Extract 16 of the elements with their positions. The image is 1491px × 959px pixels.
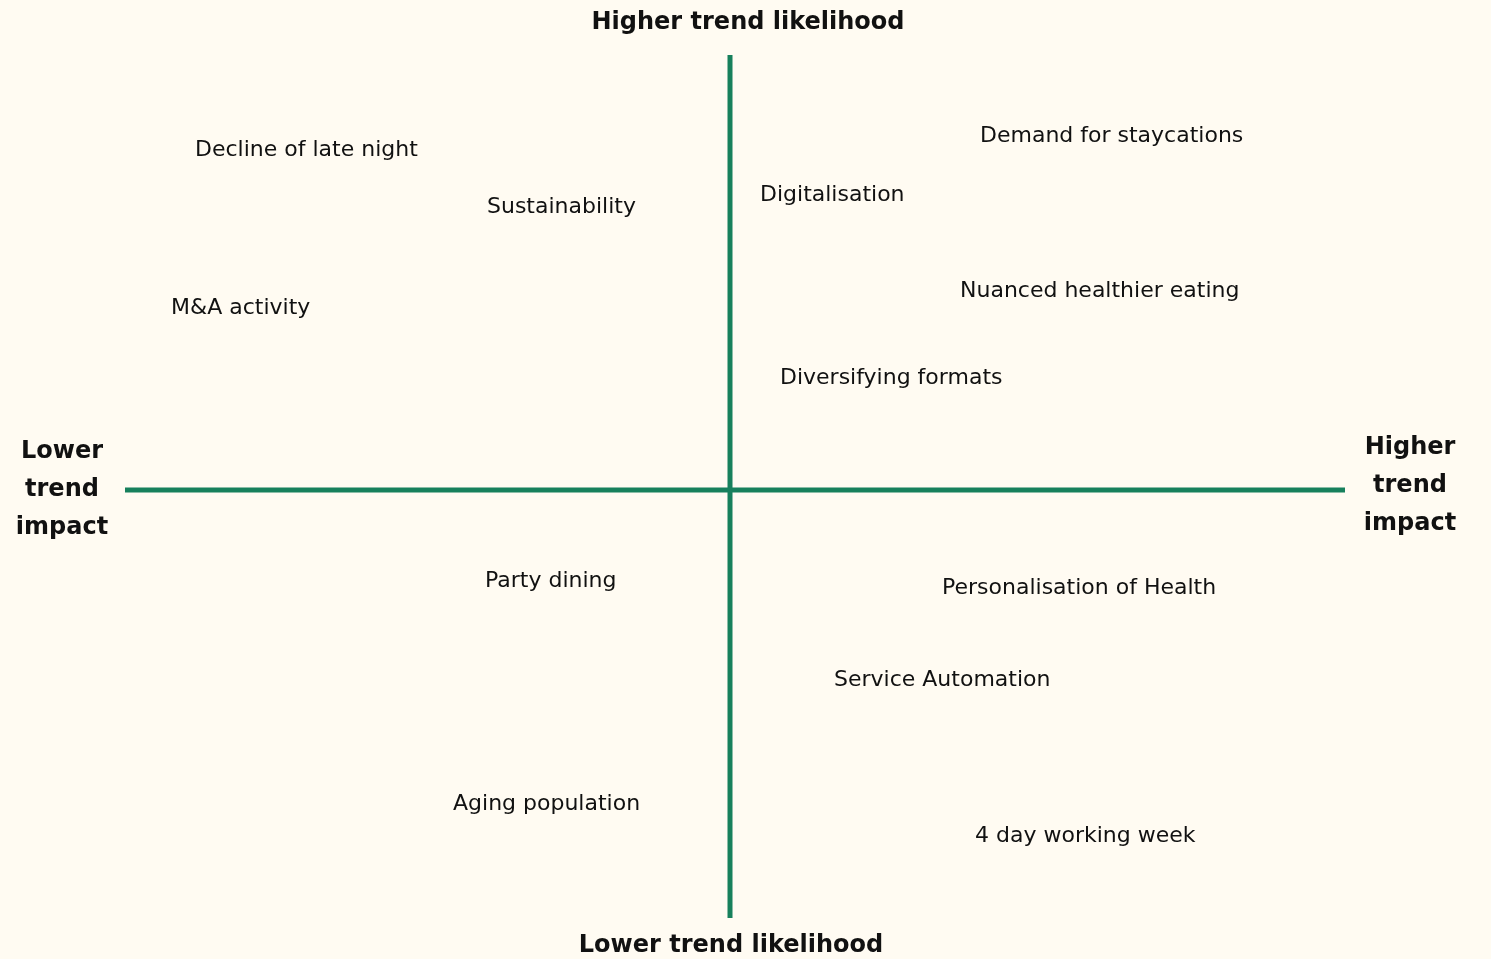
trend-label: Party dining — [485, 566, 617, 594]
axis-label: Higher trend impact — [1362, 431, 1458, 538]
trend-label: Aging population — [453, 789, 641, 817]
axis-label: Higher trend likelihood — [591, 6, 905, 36]
trend-label: Diversifying formats — [780, 363, 1003, 391]
trend-label: 4 day working week — [975, 821, 1196, 849]
trend-label: Personalisation of Health — [942, 573, 1217, 601]
axis-label: Lower trend impact — [14, 435, 110, 542]
trend-label: Demand for staycations — [980, 121, 1244, 149]
axis-label: Lower trend likelihood — [578, 929, 884, 959]
trend-label: Service Automation — [834, 665, 1051, 693]
trend-label: Digitalisation — [760, 180, 905, 208]
trend-label: Sustainability — [487, 192, 636, 220]
trend-label: Decline of late night — [195, 135, 418, 163]
trend-label: M&A activity — [171, 293, 311, 321]
trend-label: Nuanced healthier eating — [960, 276, 1240, 304]
